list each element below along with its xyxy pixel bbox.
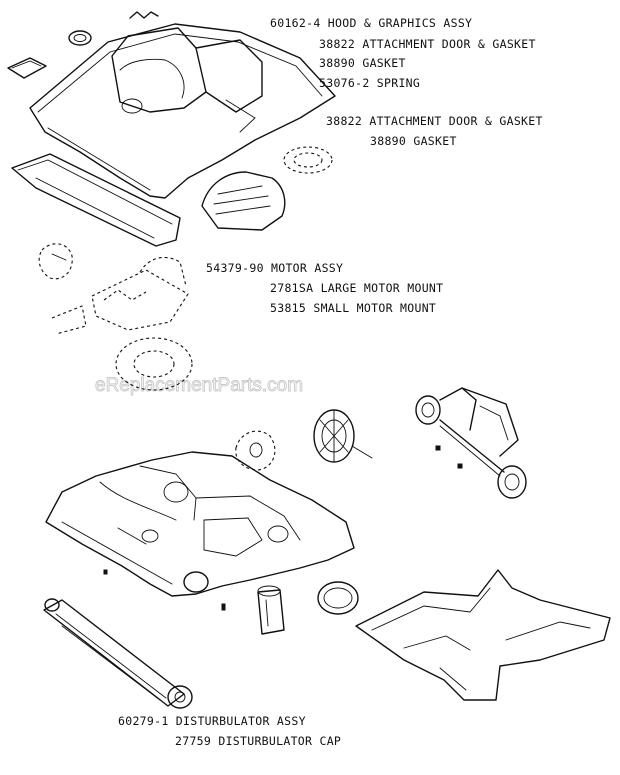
fan-wheel bbox=[313, 409, 373, 463]
label-attachment-door-2: 38822 ATTACHMENT DOOR & GASKET bbox=[326, 114, 543, 128]
label-disturbulator-assy: 60279-1 DISTURBULATOR ASSY bbox=[118, 714, 306, 728]
base-assembly bbox=[45, 451, 355, 611]
impeller-left bbox=[235, 430, 276, 471]
cylinder-filter bbox=[257, 585, 285, 635]
large-motor-mount bbox=[38, 243, 73, 280]
disturbulator-cap bbox=[167, 685, 193, 709]
hood-graphics-assy bbox=[29, 23, 336, 199]
gasket-top bbox=[68, 30, 92, 46]
belt-ring bbox=[317, 581, 359, 615]
label-attachment-door-1: 38822 ATTACHMENT DOOR & GASKET bbox=[319, 37, 536, 51]
motor-assy bbox=[51, 256, 189, 335]
bottom-plate bbox=[355, 569, 611, 701]
watermark: eReplacementParts.com bbox=[95, 375, 303, 396]
label-gasket-2: 38890 GASKET bbox=[370, 134, 457, 148]
label-hood-graphics-assy: 60162-4 HOOD & GRAPHICS ASSY bbox=[270, 16, 472, 30]
spring bbox=[129, 11, 159, 19]
wheel-carriage-assy bbox=[415, 387, 527, 499]
small-motor-mount bbox=[115, 337, 193, 391]
label-small-motor-mount: 53815 SMALL MOTOR MOUNT bbox=[270, 301, 436, 315]
label-motor-assy: 54379-90 MOTOR ASSY bbox=[206, 261, 343, 275]
label-large-motor-mount: 2781SA LARGE MOTOR MOUNT bbox=[270, 281, 443, 295]
gasket-right bbox=[283, 146, 333, 174]
label-disturbulator-cap: 27759 DISTURBULATOR CAP bbox=[175, 734, 341, 748]
label-gasket-1: 38890 GASKET bbox=[319, 56, 406, 70]
attachment-door-gasket-right bbox=[201, 171, 286, 231]
disturbulator-assy bbox=[43, 598, 185, 707]
attachment-door-gasket-top bbox=[7, 57, 47, 79]
bumper-strip bbox=[11, 153, 181, 247]
label-spring: 53076-2 SPRING bbox=[319, 76, 420, 90]
